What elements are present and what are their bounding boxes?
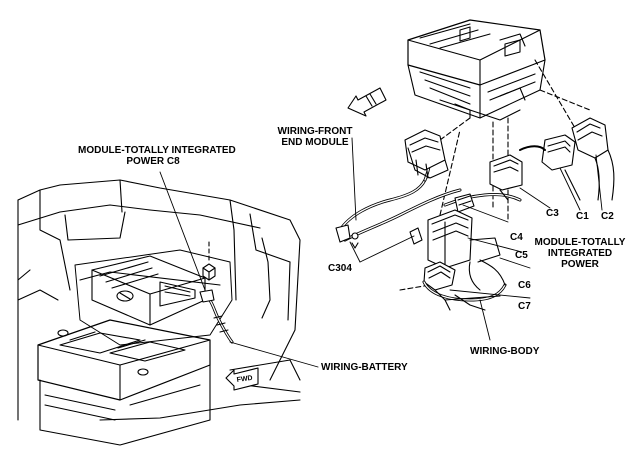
label-wiring-battery: WIRING-BATTERY [321, 362, 408, 373]
exploded-view [335, 19, 615, 341]
label-wiring-body: WIRING-BODY [470, 346, 540, 357]
label-c5: C5 [515, 250, 528, 261]
engine-bay-view: FWD [17, 179, 301, 446]
front-end-module-harness [335, 129, 462, 249]
label-module-tipm-line2: INTEGRATED [547, 248, 613, 259]
label-c4: C4 [510, 232, 523, 243]
label-wiring-front-line2: END MODULE [281, 137, 349, 148]
leader-lines-left [159, 171, 319, 368]
label-module-tipm-line3: POWER [561, 259, 599, 270]
leader-lines-right [349, 137, 603, 341]
body-harness [422, 154, 523, 311]
label-c6: C6 [518, 280, 531, 291]
battery [37, 319, 211, 446]
forward-arrow-right [347, 87, 387, 117]
label-c3: C3 [546, 208, 559, 219]
label-c2: C2 [601, 211, 614, 222]
label-module-tipm-line1: MODULE-TOTALLY [534, 237, 626, 248]
label-module-c8-line2: POWER C8 [126, 156, 180, 167]
label-module-tipm: MODULE-TOTALLY INTEGRATED POWER [530, 237, 630, 270]
c8-nut [202, 241, 216, 281]
label-module-c8-line1: MODULE-TOTALLY INTEGRATED [78, 145, 236, 156]
battery-cable [199, 289, 234, 344]
fwd-text-left: FWD [236, 375, 253, 384]
forward-arrow-left: FWD [225, 367, 259, 391]
label-c304: C304 [328, 263, 352, 274]
tipm-module-left [91, 255, 206, 326]
label-module-c8: MODULE-TOTALLY INTEGRATED POWER C8 [78, 145, 236, 167]
tipm-module-right [407, 19, 546, 121]
label-wiring-front: WIRING-FRONT END MODULE [270, 126, 360, 148]
label-wiring-front-line1: WIRING-FRONT [277, 126, 353, 137]
label-c1: C1 [576, 211, 589, 222]
label-c7: C7 [518, 301, 531, 312]
c1-c2-connectors [519, 117, 615, 201]
